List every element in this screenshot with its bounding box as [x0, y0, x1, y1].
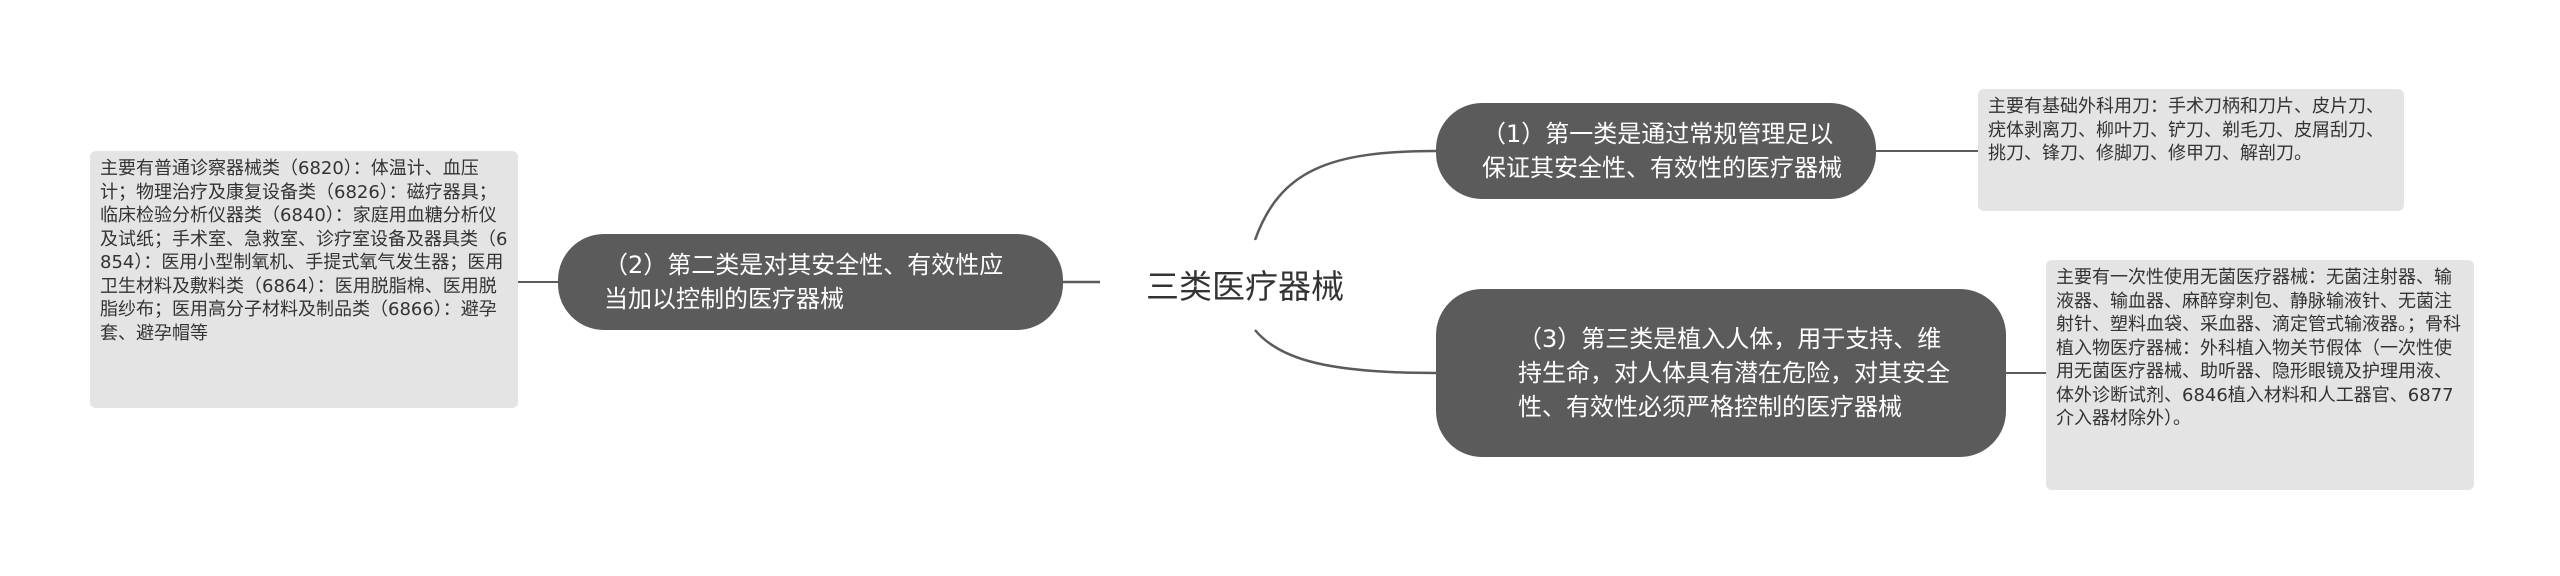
- branch-topic-class-3[interactable]: （3）第三类是植入人体，用于支持、维持生命，对人体具有潜在危险，对其安全性、有效…: [1436, 289, 2006, 457]
- note-text: 主要有一次性使用无菌医疗器械：无菌注射器、输液器、输血器、麻醉穿刺包、静脉输液针…: [2056, 267, 2461, 429]
- note-text: 主要有基础外科用刀：手术刀柄和刀片、皮片刀、疣体剥离刀、柳叶刀、铲刀、剃毛刀、皮…: [1988, 96, 2384, 164]
- branch-topic-class-1[interactable]: （1）第一类是通过常规管理足以保证其安全性、有效性的医疗器械: [1436, 103, 1876, 199]
- connector-root-branch-1: [1253, 149, 1437, 241]
- note-class-1-examples[interactable]: 主要有基础外科用刀：手术刀柄和刀片、皮片刀、疣体剥离刀、柳叶刀、铲刀、剃毛刀、皮…: [1978, 89, 2404, 211]
- note-class-2-examples[interactable]: 主要有普通诊察器械类（6820）：体温计、血压计；物理治疗及康复设备类（6826…: [90, 151, 518, 408]
- branch-topic-label: （2）第二类是对其安全性、有效性应当加以控制的医疗器械: [604, 251, 1004, 313]
- connector-root-branch-3: [1254, 329, 1437, 375]
- branch-topic-class-2[interactable]: （2）第二类是对其安全性、有效性应当加以控制的医疗器械: [558, 234, 1063, 330]
- branch-topic-label: （1）第一类是通过常规管理足以保证其安全性、有效性的医疗器械: [1482, 120, 1842, 182]
- note-class-3-examples[interactable]: 主要有一次性使用无菌医疗器械：无菌注射器、输液器、输血器、麻醉穿刺包、静脉输液针…: [2046, 260, 2474, 490]
- root-topic[interactable]: 三类医疗器械: [1130, 254, 1360, 314]
- branch-topic-label: （3）第三类是植入人体，用于支持、维持生命，对人体具有潜在危险，对其安全性、有效…: [1518, 325, 1950, 421]
- note-text: 主要有普通诊察器械类（6820）：体温计、血压计；物理治疗及康复设备类（6826…: [100, 158, 508, 344]
- root-topic-label: 三类医疗器械: [1146, 267, 1344, 306]
